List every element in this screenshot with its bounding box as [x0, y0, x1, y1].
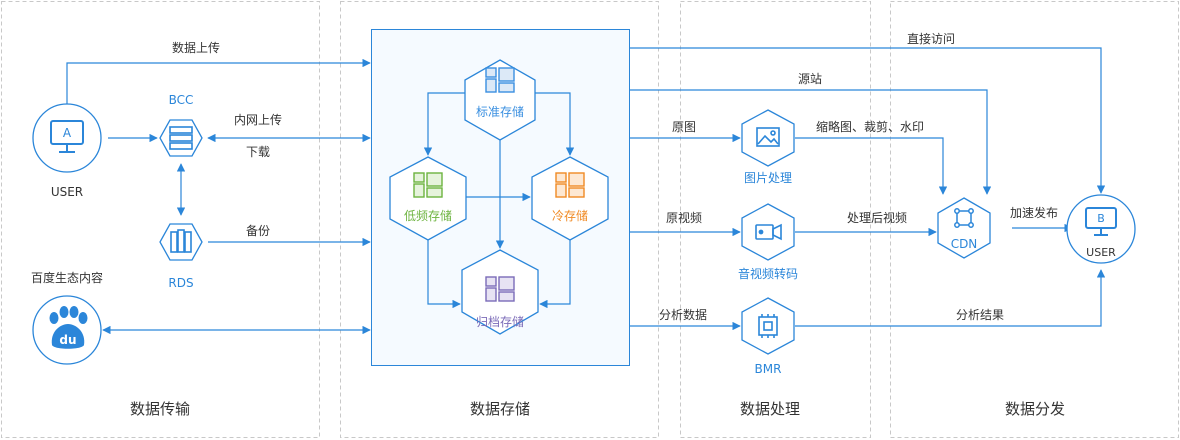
- edge-label-original-image: 原图: [672, 120, 696, 134]
- cold-storage-node[interactable]: 冷存储: [531, 156, 609, 241]
- bcc-node[interactable]: [159, 119, 203, 157]
- user-a-label: USER: [51, 185, 83, 199]
- section-box-distribution: [890, 1, 1179, 438]
- monitor-icon: [50, 120, 84, 153]
- server-icon: [169, 126, 193, 150]
- edge-direct-access: [630, 47, 1106, 194]
- database-icon: [170, 229, 192, 253]
- section-title-transfer: 数据传输: [130, 400, 190, 418]
- baidu-paw-icon: [49, 306, 88, 349]
- video-transcode-label: 音视频转码: [738, 266, 798, 281]
- section-title-storage: 数据存储: [470, 400, 530, 418]
- edge-label-analysis-data: 分析数据: [659, 307, 707, 322]
- baidu-logo-text: du: [59, 333, 76, 347]
- storage-blocks-icon: [413, 172, 443, 198]
- edge-cold-archive: [539, 240, 571, 309]
- image-processing-node[interactable]: [741, 109, 795, 167]
- edge-origin-site: [630, 89, 992, 195]
- edge-label-backup: 备份: [246, 224, 270, 238]
- standard-storage-node[interactable]: 标准存储: [464, 59, 536, 141]
- video-camera-icon: [755, 223, 782, 241]
- edge-label-accelerate: 加速发布: [1010, 205, 1058, 220]
- archive-storage-node[interactable]: 归档存储: [461, 249, 539, 335]
- image-processing-label: 图片处理: [744, 171, 792, 185]
- edge-label-origin-site: 源站: [798, 72, 822, 86]
- user-a-node[interactable]: A: [32, 103, 102, 173]
- user-b-letter: B: [1097, 212, 1105, 225]
- bcc-label: BCC: [169, 93, 194, 107]
- cdn-node[interactable]: CDN: [937, 197, 991, 259]
- edge-label-intranet-upload: 内网上传: [234, 112, 282, 127]
- cdn-label: CDN: [951, 237, 978, 251]
- archive-storage-label: 归档存储: [476, 314, 524, 329]
- storage-blocks-icon: [485, 276, 515, 302]
- edge-lowfreq-archive: [427, 240, 461, 309]
- section-box-storage: [340, 1, 659, 438]
- user-a-letter: A: [63, 126, 72, 140]
- edge-label-upload: 数据上传: [172, 40, 220, 55]
- chip-icon: [758, 314, 778, 338]
- section-title-processing: 数据处理: [740, 400, 800, 418]
- edge-label-processed-video: 处理后视频: [847, 210, 907, 225]
- baidu-label: 百度生态内容: [31, 270, 103, 285]
- edge-standard-cold: [535, 92, 575, 156]
- bmr-label: BMR: [755, 362, 782, 376]
- edge-label-original-video: 原视频: [666, 210, 702, 225]
- baidu-node[interactable]: du: [32, 295, 102, 365]
- cold-storage-label: 冷存储: [552, 208, 588, 223]
- monitor-icon: [1085, 207, 1117, 236]
- network-nodes-icon: [954, 208, 974, 228]
- section-title-distribution: 数据分发: [1005, 400, 1065, 418]
- edge-label-download: 下载: [246, 145, 270, 159]
- user-b-node[interactable]: B USER: [1066, 194, 1136, 264]
- edge-thumbnail: [795, 137, 948, 195]
- rds-label: RDS: [168, 276, 193, 290]
- edge-upload: [66, 58, 371, 107]
- low-freq-storage-label: 低频存储: [404, 208, 452, 223]
- rds-node[interactable]: [159, 223, 203, 261]
- section-box-processing: [680, 1, 871, 438]
- bmr-node[interactable]: [741, 297, 795, 355]
- standard-storage-label: 标准存储: [476, 104, 524, 119]
- edge-label-thumbnail: 缩略图、裁剪、水印: [816, 119, 924, 134]
- storage-blocks-icon: [485, 67, 515, 93]
- edge-analysis-result: [795, 269, 1106, 327]
- storage-blocks-icon: [555, 172, 585, 198]
- user-b-label: USER: [1086, 246, 1116, 259]
- edge-label-direct-access: 直接访问: [907, 31, 955, 46]
- image-icon: [756, 127, 780, 147]
- section-box-transfer: [1, 1, 320, 438]
- low-freq-storage-node[interactable]: 低频存储: [389, 156, 467, 241]
- edge-label-analysis-result: 分析结果: [956, 308, 1004, 322]
- video-transcode-node[interactable]: [741, 203, 795, 261]
- edge-standard-lowfreq: [423, 92, 465, 156]
